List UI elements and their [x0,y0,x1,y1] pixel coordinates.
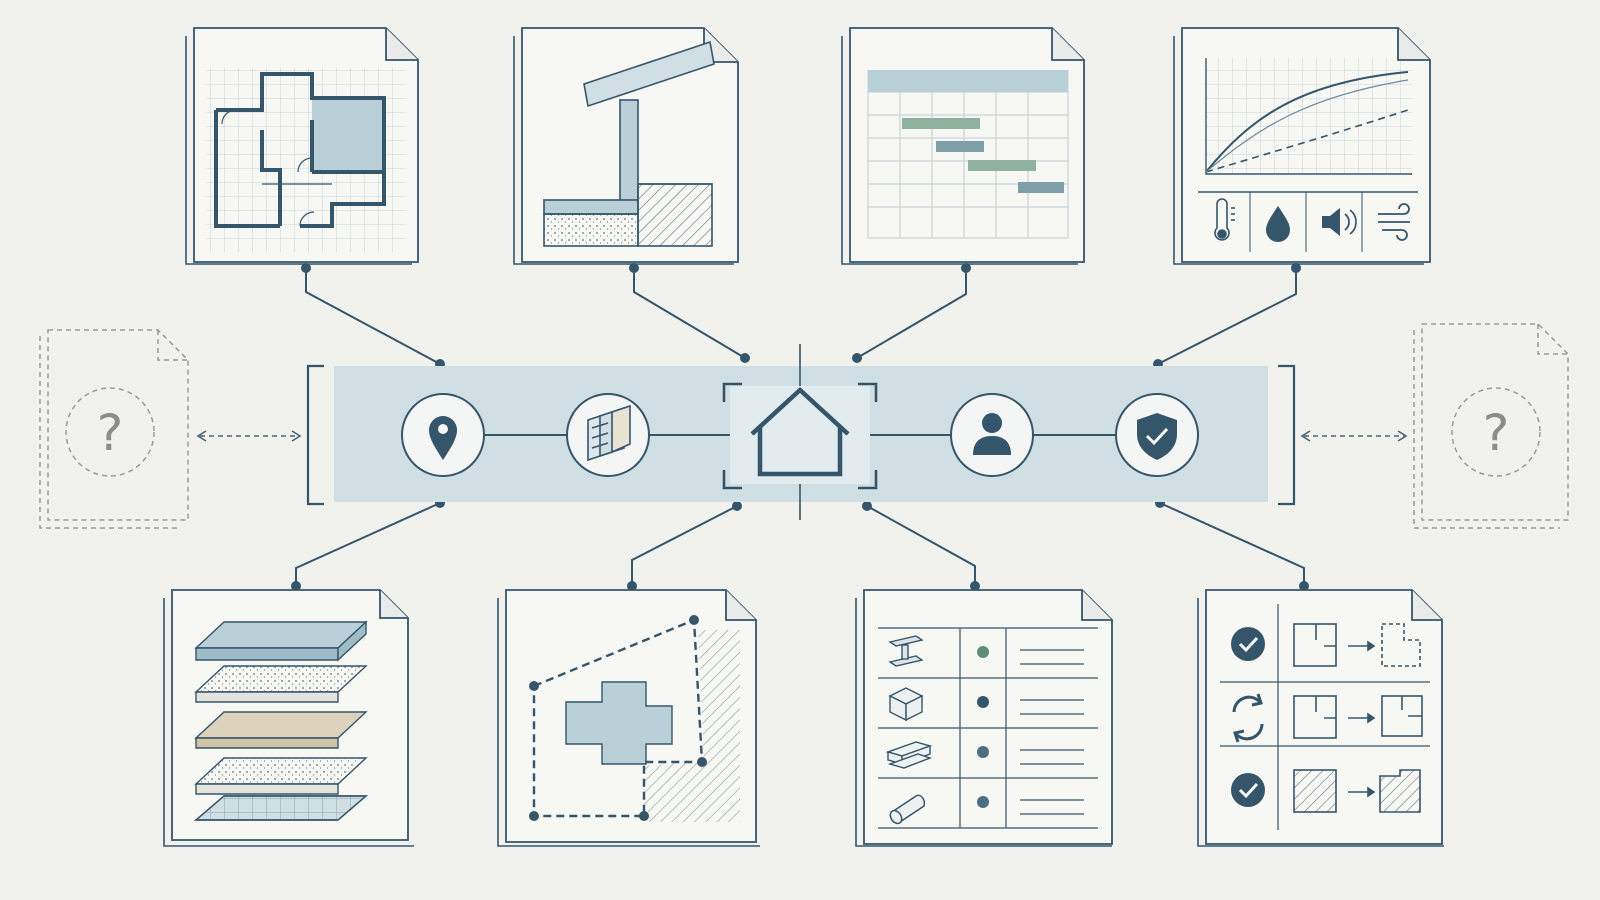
house-icon [750,386,850,477]
components-list-document [855,589,1113,847]
location-node [401,393,485,477]
status-dot [977,796,989,808]
change-log-document [1197,589,1444,847]
arrow-hub-to-right [1300,430,1408,442]
floor-plan-document [185,27,419,265]
schedule-document [841,27,1085,265]
revision-list-icon [1220,604,1430,830]
thermometer-icon [1214,198,1235,241]
speaker-icon [1322,208,1357,236]
curve-chart-icon [1205,58,1412,175]
status-dot [977,696,989,708]
component-list-icon [878,627,1098,829]
gantt-chart-icon [867,70,1069,239]
lumber-icon [885,741,933,769]
unknown-left-glyph: ? [97,404,124,462]
section-detail-icon [543,40,715,247]
site-plan-document [497,589,760,847]
wind-icon [1378,203,1410,241]
status-dot [977,746,989,758]
connectors [295,268,1305,586]
shield-check-icon [1137,413,1177,460]
unknown-document-left [39,329,189,529]
plan-revisions [1293,623,1423,813]
person-node [950,393,1034,477]
security-node [1115,393,1199,477]
site-plan-icon [529,615,740,822]
person-icon [973,413,1011,455]
connector-dots [291,263,1309,591]
floor-plan-icon [206,68,406,252]
check-circle-icon [1231,627,1265,661]
central-hub [306,344,1296,520]
steel-beam-icon [888,635,924,667]
left-bracket [306,364,324,506]
pipe-icon [889,794,926,825]
unknown-document-right [1413,323,1569,529]
focus-corners [722,382,878,490]
materials-node [566,393,650,477]
revision-arrows [1348,640,1376,798]
layers-icon [194,620,368,821]
sync-icon [1232,693,1264,743]
right-bracket [1278,364,1296,506]
house-node [722,344,878,520]
cube-icon [888,687,924,722]
location-pin-icon [429,416,457,460]
wall-section-document [513,27,739,265]
unknown-right-glyph: ? [1483,404,1510,462]
material-layers-document [163,589,414,847]
check-circle-icon [1231,773,1265,807]
arrow-left-to-hub [196,430,302,442]
status-dot [977,646,989,658]
water-drop-icon [1266,206,1290,242]
performance-document [1173,27,1431,265]
panels-icon [587,404,631,462]
